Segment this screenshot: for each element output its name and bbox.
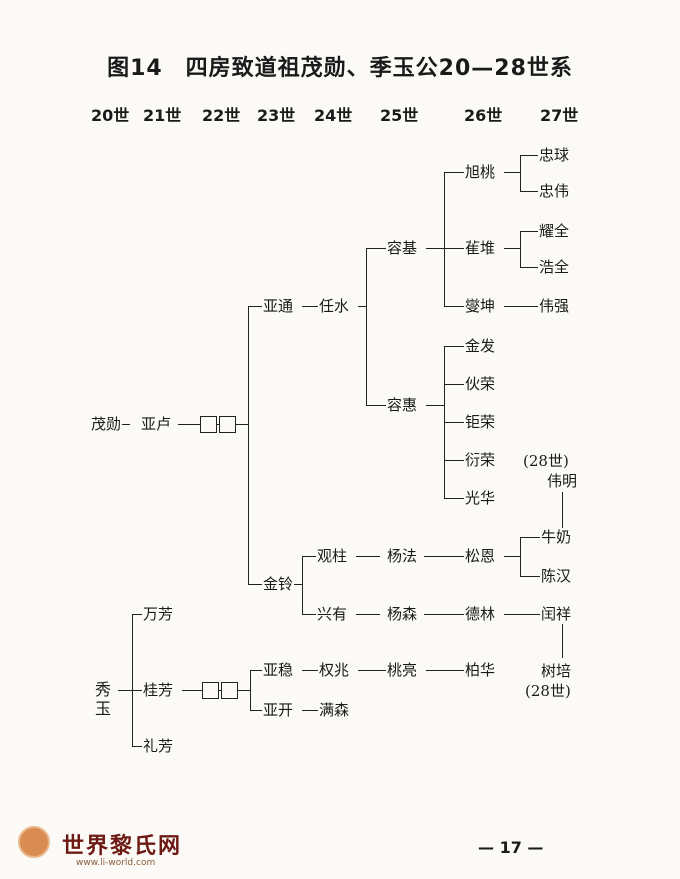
person-node: 陈汉 <box>540 567 573 585</box>
person-node: 雈堆 <box>464 239 497 257</box>
person-node: 容基 <box>386 239 419 257</box>
person-node: 旭桃 <box>464 163 497 181</box>
person-node: 光华 <box>464 489 497 507</box>
logo-text: 世界黎氏网 <box>62 833 183 859</box>
person-node: 容惠 <box>386 396 419 414</box>
person-node: 松恩 <box>464 547 497 565</box>
gen-label: 27世 <box>540 106 579 125</box>
person-node: 树培 <box>540 662 573 680</box>
person-node: 权兆 <box>318 661 351 679</box>
gen-label: 22世 <box>202 106 241 125</box>
unknown-name-box <box>219 416 236 433</box>
person-node: 杨森 <box>386 605 419 623</box>
person-node: 衍荣 <box>464 451 497 469</box>
person-node: 亚稳 <box>262 661 295 679</box>
gen-label: 21世 <box>143 106 182 125</box>
person-node: 亚卢 <box>140 415 173 433</box>
person-node: 礼芳 <box>142 737 175 755</box>
person-node: 满森 <box>318 701 351 719</box>
person-node: 柏华 <box>464 661 497 679</box>
person-node: 金铃 <box>262 575 295 593</box>
person-node: 亚通 <box>262 297 295 315</box>
person-node: 杨法 <box>386 547 419 565</box>
gen-label: 26世 <box>464 106 503 125</box>
person-node: 伙荣 <box>464 375 497 393</box>
person-node: 耀全 <box>538 222 571 240</box>
gen-label: 20世 <box>91 106 130 125</box>
person-node: 闰祥 <box>540 605 573 623</box>
person-node: 桂芳 <box>142 681 175 699</box>
person-node: 秀玉 <box>94 680 114 718</box>
person-node: 亚开 <box>262 701 295 719</box>
unknown-name-box <box>221 682 238 699</box>
person-node: 钜荣 <box>464 413 497 431</box>
person-node: 忠伟 <box>538 182 571 200</box>
unknown-name-box <box>200 416 217 433</box>
person-node: 伟强 <box>538 297 571 315</box>
person-node: 牛奶 <box>540 528 573 546</box>
generation-note: (28世) <box>524 682 572 700</box>
person-node: 金发 <box>464 337 497 355</box>
person-node: 万芳 <box>142 605 175 623</box>
gen-label: 23世 <box>257 106 296 125</box>
logo-emblem-icon <box>18 826 50 858</box>
unknown-name-box <box>202 682 219 699</box>
person-node: 茂勋 <box>90 415 123 433</box>
person-node: 桃亮 <box>386 661 419 679</box>
page-title: 图14 四房致道祖茂勋、季玉公20—28世系 <box>107 56 573 81</box>
person-node: 德林 <box>464 605 497 623</box>
person-node: 任水 <box>318 297 351 315</box>
gen-label: 25世 <box>380 106 419 125</box>
person-node: 观柱 <box>316 547 349 565</box>
person-node: 燮坤 <box>464 297 497 315</box>
person-node: 浩全 <box>538 258 571 276</box>
logo-url: www.li-world.com <box>76 858 156 868</box>
person-node: 忠球 <box>538 146 571 164</box>
gen-label: 24世 <box>314 106 353 125</box>
person-node: 伟明 <box>546 472 579 490</box>
person-node: 兴有 <box>316 605 349 623</box>
generation-note: (28世) <box>522 452 570 470</box>
page-number: — 17 — <box>478 838 544 857</box>
